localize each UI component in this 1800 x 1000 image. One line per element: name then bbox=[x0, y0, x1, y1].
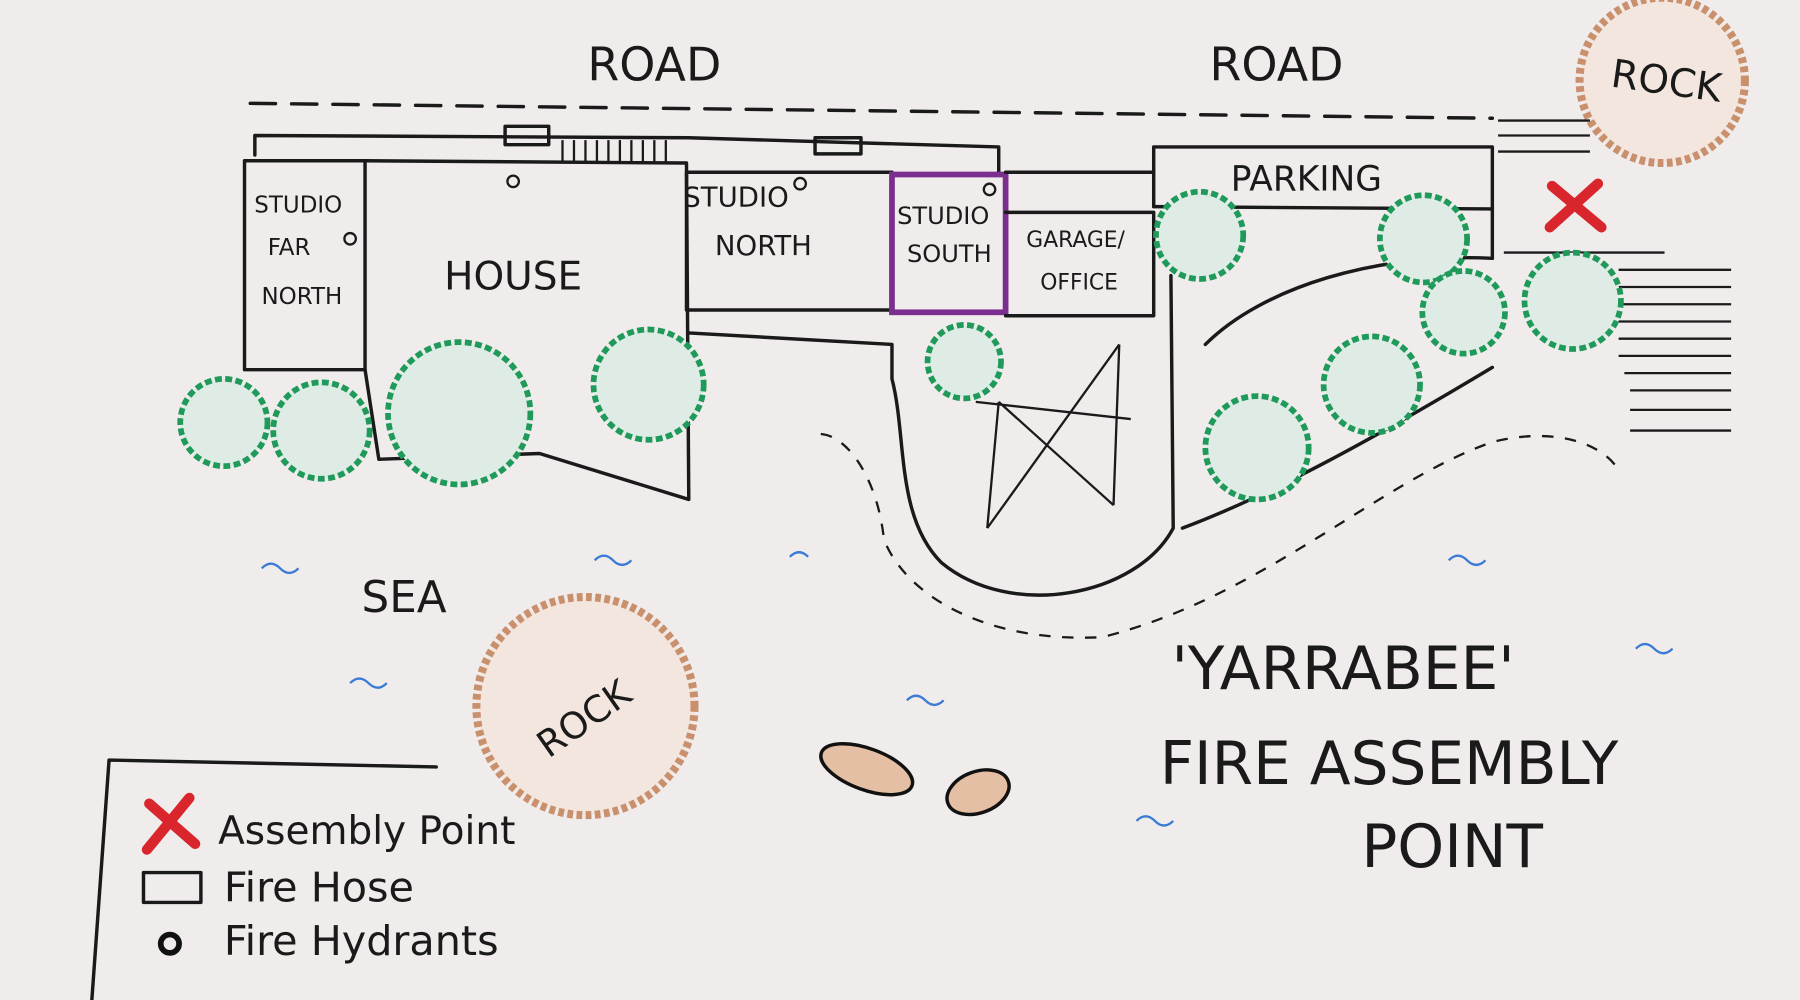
road-edge-line bbox=[248, 101, 1495, 120]
wave bbox=[788, 551, 809, 558]
parking-area bbox=[1151, 145, 1495, 261]
sea-label: SEA bbox=[362, 573, 447, 623]
tree bbox=[270, 379, 373, 482]
gate bbox=[561, 140, 667, 164]
wave bbox=[349, 677, 388, 689]
shade-sail bbox=[975, 343, 1131, 529]
legend: Assembly Point Fire Hose Fire Hydrants bbox=[90, 758, 515, 1000]
wave bbox=[906, 694, 945, 707]
assembly-point-legend-icon bbox=[141, 792, 201, 855]
wave bbox=[593, 554, 633, 567]
studio-far-north-label-line3: NORTH bbox=[262, 284, 343, 310]
fire-hose-icon bbox=[813, 136, 863, 156]
road-label-left: ROAD bbox=[587, 37, 721, 91]
fire-hydrant-icon bbox=[506, 174, 521, 189]
tree bbox=[1419, 268, 1508, 357]
fire-hose-legend-icon bbox=[141, 870, 203, 905]
tree bbox=[385, 339, 534, 488]
legend-fire-hydrants: Fire Hydrants bbox=[224, 917, 499, 965]
wave bbox=[1635, 642, 1674, 655]
rock-in-sea bbox=[472, 592, 699, 820]
tree bbox=[1153, 188, 1247, 282]
map-title-line1: 'YARRABEE' bbox=[1172, 635, 1515, 704]
trees bbox=[177, 188, 1624, 503]
rock-top-right bbox=[1575, 0, 1749, 168]
wave bbox=[1135, 815, 1175, 827]
tree bbox=[1320, 333, 1423, 436]
studio-far-north-label-line2: FAR bbox=[268, 235, 311, 261]
fire-hydrant-icon bbox=[793, 176, 808, 191]
garage-office-label-line2: OFFICE bbox=[1040, 270, 1118, 295]
garage-office-label: GARAGE/ OFFICE bbox=[1026, 228, 1132, 295]
fire-hose-icon bbox=[503, 124, 551, 147]
assembly-point-marker bbox=[1544, 178, 1607, 233]
studio-south-label-line1: STUDIO bbox=[897, 202, 989, 230]
tree bbox=[177, 376, 271, 470]
studio-north-label: STUDIO NORTH bbox=[683, 182, 812, 262]
driveway-line bbox=[253, 133, 1001, 174]
small-rock bbox=[819, 742, 915, 797]
tree bbox=[1376, 192, 1470, 286]
house-label: HOUSE bbox=[444, 254, 582, 299]
tree bbox=[590, 326, 707, 443]
parking-label: PARKING bbox=[1231, 160, 1382, 200]
studio-north-label-line1: STUDIO bbox=[683, 182, 788, 214]
studio-south-label: STUDIO SOUTH bbox=[897, 202, 997, 268]
small-rock bbox=[945, 768, 1011, 817]
wave bbox=[1447, 554, 1487, 567]
garage-office-label-line1: GARAGE/ bbox=[1026, 228, 1125, 253]
map-title-line2: FIRE ASSEMBLY bbox=[1160, 730, 1619, 799]
studio-north-label-line2: NORTH bbox=[715, 230, 812, 262]
fire-hydrant-legend-icon bbox=[157, 931, 182, 956]
shoreline-path bbox=[820, 432, 1620, 639]
wave bbox=[260, 562, 300, 575]
building-studio-far-north bbox=[242, 159, 367, 372]
building-studio-south bbox=[889, 171, 1009, 316]
building-garage-office bbox=[1003, 170, 1156, 318]
courtyard-wall bbox=[687, 273, 1175, 597]
fire-hydrant-icon bbox=[343, 231, 358, 246]
studio-far-north-label: STUDIO FAR NORTH bbox=[254, 192, 349, 310]
studio-south-label-line2: SOUTH bbox=[907, 240, 992, 268]
fire-hydrant-icon bbox=[982, 182, 997, 197]
legend-assembly-point: Assembly Point bbox=[218, 809, 515, 854]
building-house bbox=[363, 159, 691, 502]
tree bbox=[1521, 249, 1624, 352]
studio-far-north-label-line1: STUDIO bbox=[254, 192, 342, 218]
tree bbox=[924, 322, 1004, 402]
legend-border bbox=[90, 758, 438, 1000]
legend-fire-hose: Fire Hose bbox=[224, 863, 414, 911]
tree bbox=[1202, 393, 1312, 503]
waves bbox=[260, 551, 1674, 827]
road-label-right: ROAD bbox=[1210, 37, 1344, 91]
map-title-line3: POINT bbox=[1361, 813, 1543, 882]
